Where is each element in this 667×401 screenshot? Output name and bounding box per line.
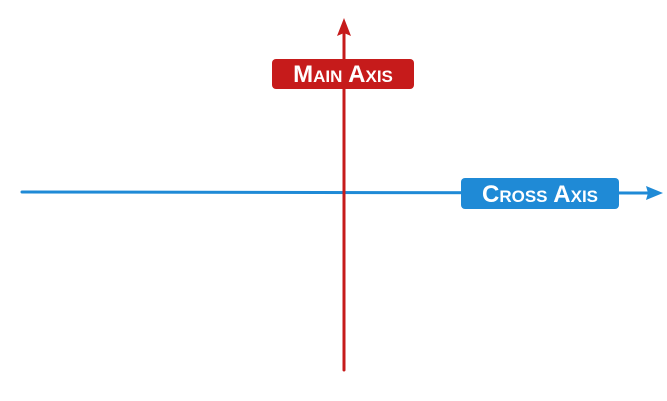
main-axis-arrowhead (337, 18, 351, 36)
cross-axis-arrowhead (646, 186, 663, 200)
cross-axis-label-background (461, 178, 619, 209)
cross-axis-label-badge: Cross Axis (461, 178, 619, 209)
main-axis-label-background (272, 59, 414, 89)
cross-axis-label: Cross Axis (482, 181, 598, 208)
main-axis-label: Main Axis (293, 61, 393, 88)
main-axis-label-badge: Main Axis (272, 59, 414, 89)
